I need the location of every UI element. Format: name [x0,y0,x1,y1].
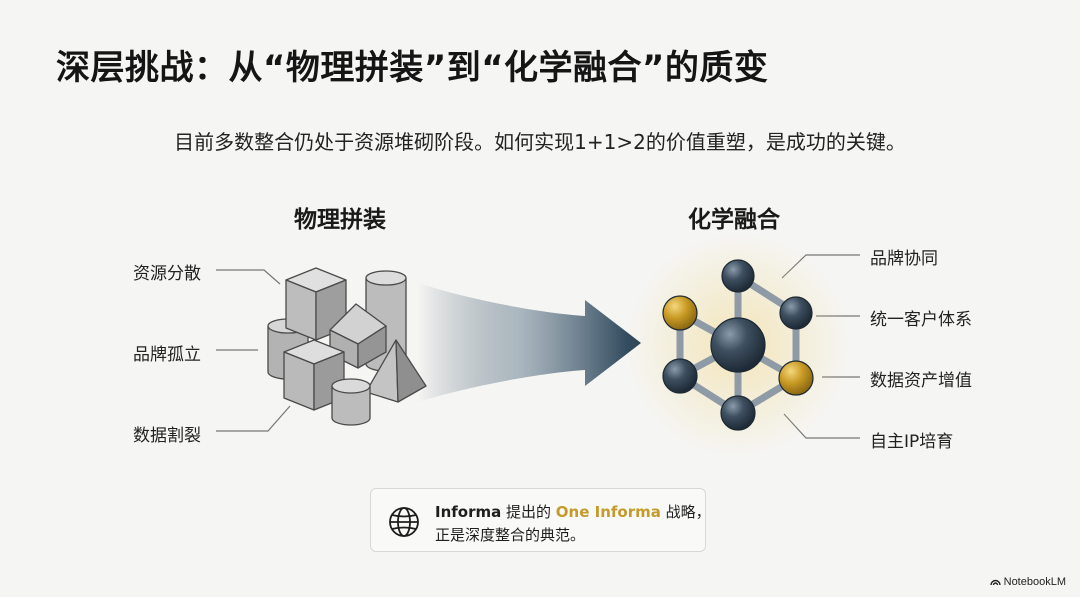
transform-arrow [418,283,641,402]
callout-line-2: 正是深度整合的典范。 [435,526,586,544]
label-brand-isolated: 品牌孤立 [133,345,201,365]
globe-icon [389,507,419,537]
label-own-ip: 自主IP培育 [870,432,954,452]
physical-shapes-icon [267,267,427,426]
label-resource-scattered: 资源分散 [133,264,201,284]
brand-watermark: NotebookLM [989,576,1066,588]
page-title: 深层挑战：从“物理拼装”到“化学融合”的质变 [56,48,769,88]
cube-lower [283,339,345,411]
label-data-asset: 数据资产增值 [870,371,972,391]
callout-mid-1: 提出的 [501,503,556,521]
notebooklm-logo-icon [989,579,1001,586]
atom-center [710,317,766,373]
atom-left-bottom [662,358,698,394]
atom-top [721,259,755,293]
left-leader-lines [216,269,291,432]
right-heading: 化学融合 [688,207,780,233]
subtitle: 目前多数整合仍处于资源堆砌阶段。如何实现1+1>2的价值重塑，是成功的关键。 [174,130,906,154]
callout-mid-2: 战略， [660,503,711,521]
leader-line-data [216,405,291,432]
label-unified-customer: 统一客户体系 [870,310,972,330]
pyramid [365,339,427,403]
atom-gold-right [778,360,814,396]
atom-right-top [779,296,813,330]
callout-box: Informa 提出的 One Informa 战略， 正是深度整合的典范。 [370,488,711,552]
label-brand-synergy: 品牌协同 [870,249,938,269]
left-heading: 物理拼装 [294,207,386,233]
callout-line-1: Informa 提出的 One Informa 战略， [435,501,711,522]
molecule-atoms [662,259,814,431]
molecule-icon [626,233,850,457]
brand-label: NotebookLM [1003,576,1066,588]
leader-line-resource [216,269,281,285]
prism-middle [329,303,387,369]
atom-gold-left [662,295,698,331]
atom-bottom [720,395,756,431]
cylinder-small [331,378,371,426]
label-data-fragmented: 数据割裂 [133,426,201,446]
callout-brand-informa: Informa [435,503,502,521]
callout-highlight: One Informa [555,503,661,521]
